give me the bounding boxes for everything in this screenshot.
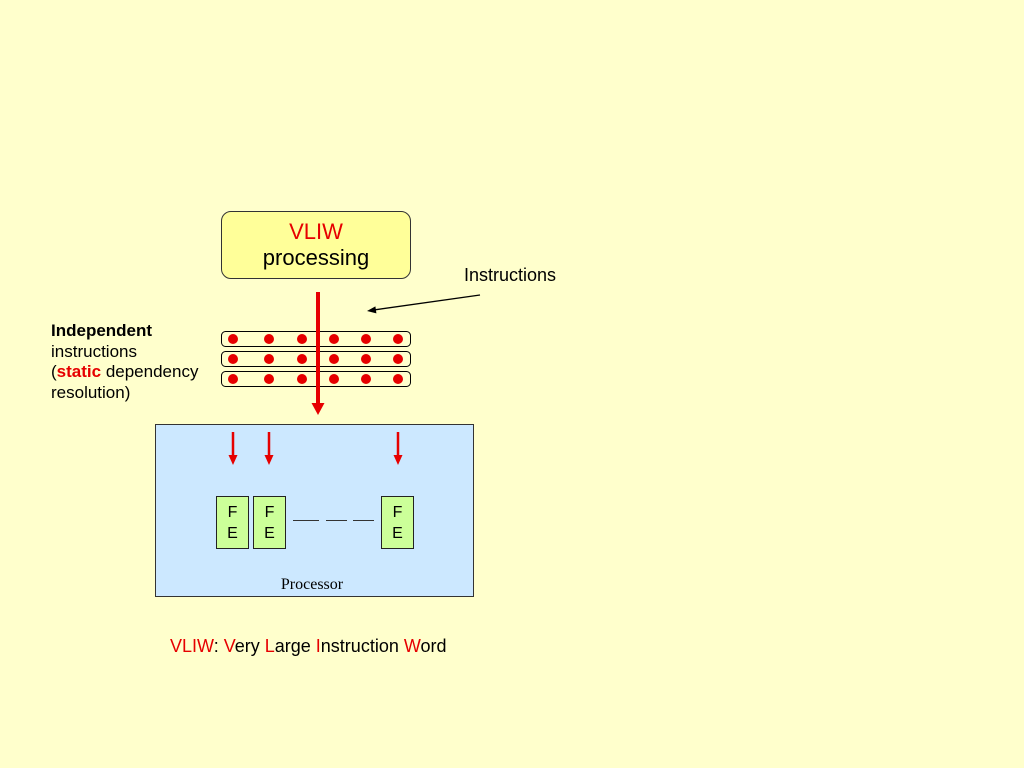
title-line-processing: processing [262,245,370,270]
instructions-label: Instructions [464,265,557,285]
side-note-open-paren: ( [51,362,57,381]
operation-dot [264,334,274,344]
instruction-word-3 [221,371,411,387]
operation-dot [228,354,238,364]
side-note-dependency: dependency [101,362,199,381]
unit-label-bottom: E [227,524,238,542]
footer-word-nstruction: nstruction [320,636,404,656]
title-line-vliw: VLIW [289,219,343,244]
unit-label-top: F [227,503,238,521]
footer-acronym: VLIW [170,636,214,656]
processor-box [155,424,474,597]
operation-dot [228,374,238,384]
operation-dot [393,374,403,384]
side-note-keyword-static: static [56,362,102,381]
operation-dot [393,334,403,344]
side-note-line2: instructions [51,341,137,361]
footer-colon: : [213,636,224,656]
side-note-line4: resolution) [51,382,131,402]
operation-dot [361,374,371,384]
processor-label: Processor [280,576,344,593]
instruction-word-2 [221,351,411,367]
operation-dot [361,354,371,364]
unit-label-top: F [392,503,403,521]
functional-unit-1: F E [216,496,249,549]
functional-unit-n: F E [381,496,414,549]
unit-label-bottom: E [264,524,275,542]
footer-initial-v: V [223,636,235,656]
side-note-heading: Independent [51,321,153,340]
operation-dot [297,374,307,384]
side-note: Independent instructions (static depende… [51,321,198,403]
main-flow-arrow [311,292,325,415]
footer-initial-l: L [264,636,275,656]
operation-dot [228,334,238,344]
operation-dot [329,354,339,364]
unit-label-top: F [264,503,275,521]
operation-dots [228,334,403,384]
side-note-line3: (static dependency [51,362,198,383]
operation-dot [361,334,371,344]
instruction-word-1 [221,331,411,347]
vliw-processing-box: VLIW processing [221,211,411,279]
operation-dot [264,354,274,364]
footer-word-ord: ord [420,636,447,656]
operation-dot [329,334,339,344]
unit-label-bottom: E [392,524,403,542]
operation-dot [297,354,307,364]
footer-word-arge: arge [274,636,316,656]
operation-dot [297,334,307,344]
footer-initial-w: W [403,636,421,656]
footer-initial-i: I [315,636,321,656]
footer-word-ery: ery [234,636,265,656]
operation-dot [393,354,403,364]
instructions-pointer-arrow [367,294,481,314]
operation-dot [264,374,274,384]
operation-dot [329,374,339,384]
functional-unit-2: F E [253,496,286,549]
footer-definition: VLIW: Very Large Instruction Word [170,635,447,657]
